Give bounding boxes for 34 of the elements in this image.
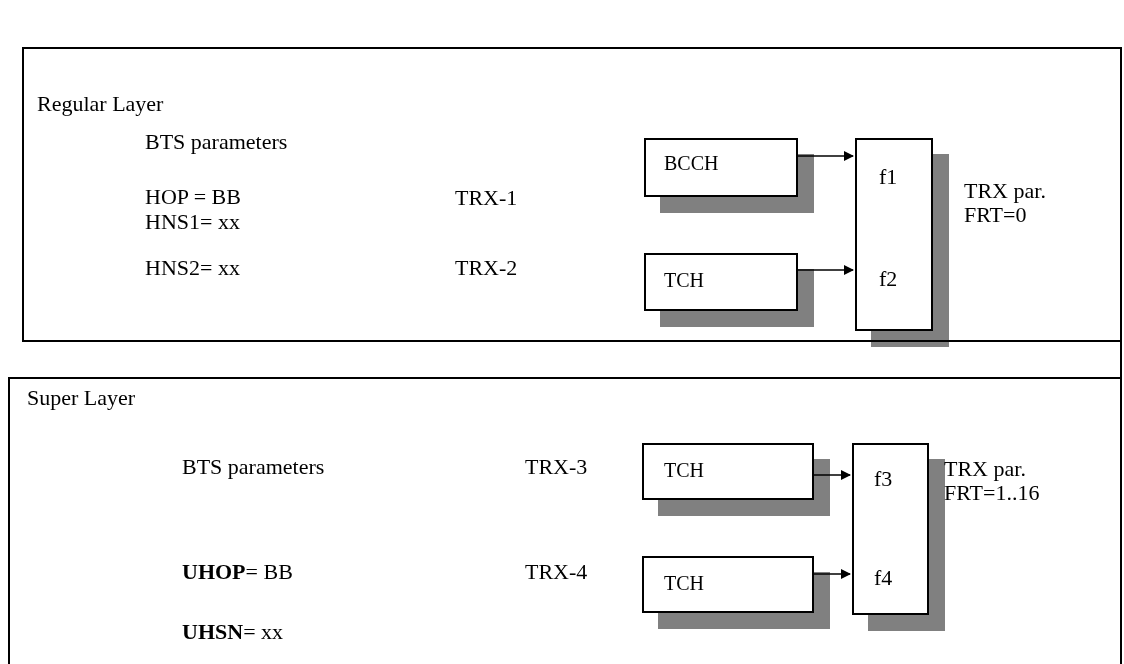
parameter-text: BTS parameters <box>182 455 325 480</box>
frequency-box <box>855 138 933 331</box>
parameter-text: TRX-4 <box>525 560 588 585</box>
box-label: f2 <box>879 267 898 292</box>
parameter-text: UHSN= xx <box>182 620 284 645</box>
box-label: f1 <box>879 165 898 190</box>
box-label: BCCH <box>664 152 719 174</box>
arrow <box>795 151 854 161</box>
channel-box <box>644 253 798 311</box>
arrow <box>795 265 854 275</box>
parameter-text: UHOP= BB <box>182 560 293 585</box>
box-label: f3 <box>874 467 893 492</box>
channel-box <box>642 556 814 613</box>
layer-panel <box>8 377 1122 664</box>
parameter-text: HNS2= xx <box>145 256 240 281</box>
parameter-text: TRX-2 <box>455 256 518 281</box>
layer-title: Super Layer <box>27 386 136 411</box>
box-label: TCH <box>664 269 704 291</box>
annotation-text: TRX par. FRT=1..16 <box>944 457 1041 506</box>
arrow <box>811 470 851 480</box>
parameter-text: TRX-3 <box>525 455 588 480</box>
box-label: f4 <box>874 566 893 591</box>
channel-box <box>644 138 798 197</box>
arrow <box>811 569 851 579</box>
frequency-box <box>852 443 929 615</box>
box-label: TCH <box>664 459 704 481</box>
channel-box <box>642 443 814 500</box>
parameter-text: HOP = BB <box>145 185 241 210</box>
parameter-text: TRX-1 <box>455 186 518 211</box>
parameter-text: BTS parameters <box>145 130 288 155</box>
box-label: TCH <box>664 572 704 594</box>
parameter-text: HNS1= xx <box>145 210 240 235</box>
layer-title: Regular Layer <box>37 92 164 117</box>
annotation-text: TRX par. FRT=0 <box>964 179 1047 228</box>
